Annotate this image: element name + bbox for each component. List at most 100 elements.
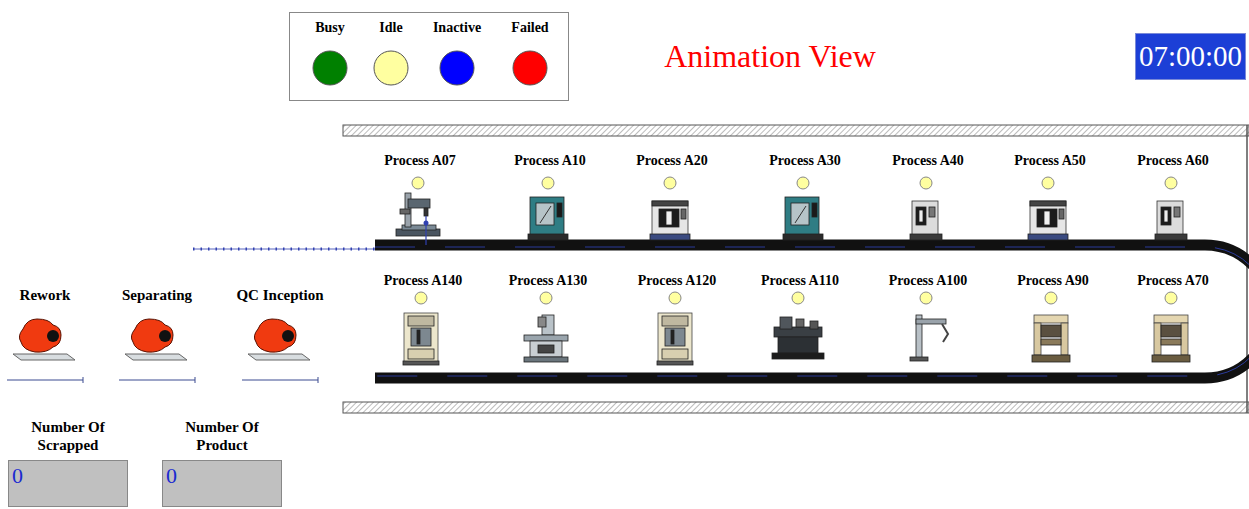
operator-station: Separating: [101, 287, 213, 387]
work-plate: [248, 354, 310, 360]
status-light: [412, 177, 424, 189]
status-light: [542, 177, 554, 189]
legend-swatch: [440, 51, 474, 85]
station-label: Separating: [101, 287, 213, 304]
process-station: Process A50: [986, 153, 1114, 248]
machine-drawing: [1032, 315, 1070, 362]
operator-body: [19, 319, 61, 352]
legend-swatch: [313, 51, 347, 85]
counter-panel: Number Of Scrapped 0: [8, 418, 128, 509]
status-light: [1165, 177, 1177, 189]
machine-drawing: [403, 313, 439, 365]
clock-text: 07:00:00: [1139, 40, 1242, 73]
legend-item: Failed: [490, 20, 570, 98]
view-title: Animation View: [640, 38, 900, 75]
machine-drawing: [524, 315, 568, 362]
process-station: Process A20: [608, 153, 736, 248]
work-plate: [125, 354, 187, 360]
process-label: Process A90: [989, 273, 1117, 289]
feed-line: [193, 249, 375, 250]
operator-body: [254, 319, 296, 352]
machine-drawing: [650, 201, 690, 240]
process-label: Process A50: [986, 153, 1114, 169]
queue-end: [195, 377, 196, 383]
machine-drawing: [1152, 315, 1190, 362]
counter-box: 0: [8, 460, 128, 507]
machine-drawing: [910, 315, 948, 361]
machine-drawing: [396, 193, 440, 245]
process-station: Process A70: [1109, 273, 1237, 368]
process-label: Process A110: [736, 273, 864, 289]
process-label: Process A07: [356, 153, 484, 169]
bottom-wall: [343, 402, 1249, 413]
status-light: [920, 292, 932, 304]
operator-station: QC Inception: [224, 287, 336, 387]
queue-line: [242, 380, 318, 381]
station-label: Rework: [0, 287, 101, 304]
counter-heading: Number Of Scrapped: [8, 418, 128, 454]
counter-heading: Number Of Product: [162, 418, 282, 454]
queue-end: [83, 377, 84, 383]
operator-head: [282, 330, 294, 342]
status-light: [920, 177, 932, 189]
process-label: Process A10: [486, 153, 614, 169]
station-label: QC Inception: [224, 287, 336, 304]
queue-line: [7, 380, 83, 381]
machine-drawing: [772, 317, 824, 359]
status-light: [540, 292, 552, 304]
legend-item: Busy: [290, 20, 370, 98]
process-station: Process A40: [864, 153, 992, 248]
process-station: Process A90: [989, 273, 1117, 368]
legend-swatch: [374, 51, 408, 85]
status-light: [1042, 177, 1054, 189]
process-station: Process A100: [864, 273, 992, 368]
process-station: Process A60: [1109, 153, 1237, 248]
process-label: Process A70: [1109, 273, 1237, 289]
process-label: Process A140: [359, 273, 487, 289]
process-station: Process A130: [484, 273, 612, 368]
process-label: Process A30: [741, 153, 869, 169]
status-light: [1165, 292, 1177, 304]
legend-swatch: [513, 51, 547, 85]
status-light: [1045, 292, 1057, 304]
process-label: Process A130: [484, 273, 612, 289]
machine-drawing: [1028, 201, 1068, 240]
counter-value: 0: [163, 461, 281, 491]
counter-value: 0: [9, 461, 127, 491]
counter-box: 0: [162, 460, 282, 507]
operator-head: [159, 330, 171, 342]
conveyor-track: [375, 247, 1249, 376]
machine-drawing: [657, 313, 693, 365]
machine-drawing: [910, 201, 942, 240]
legend-item: Inactive: [417, 20, 497, 98]
process-station: Process A07: [356, 153, 484, 248]
feed-dots: [193, 248, 375, 251]
legend-text: Busy: [290, 20, 370, 36]
operator-head: [47, 330, 59, 342]
process-label: Process A120: [613, 273, 741, 289]
legend-text: Idle: [351, 20, 431, 36]
machine-drawing: [783, 197, 823, 240]
status-light: [664, 177, 676, 189]
process-label: Process A20: [608, 153, 736, 169]
legend-item: Idle: [351, 20, 431, 98]
clock-display: 07:00:00: [1135, 33, 1246, 80]
status-light: [415, 292, 427, 304]
work-plate: [13, 354, 75, 360]
legend-text: Inactive: [417, 20, 497, 36]
process-station: Process A30: [741, 153, 869, 248]
operator-body: [131, 319, 173, 352]
legend-text: Failed: [490, 20, 570, 36]
queue-line: [119, 380, 195, 381]
process-station: Process A110: [736, 273, 864, 368]
counter-panel: Number Of Product 0: [162, 418, 282, 509]
process-station: Process A140: [359, 273, 487, 368]
machine-drawing: [1155, 201, 1187, 240]
process-label: Process A40: [864, 153, 992, 169]
status-light: [792, 292, 804, 304]
queue-end: [318, 377, 319, 383]
status-light: [797, 177, 809, 189]
status-light: [669, 292, 681, 304]
process-label: Process A60: [1109, 153, 1237, 169]
process-station: Process A10: [486, 153, 614, 248]
